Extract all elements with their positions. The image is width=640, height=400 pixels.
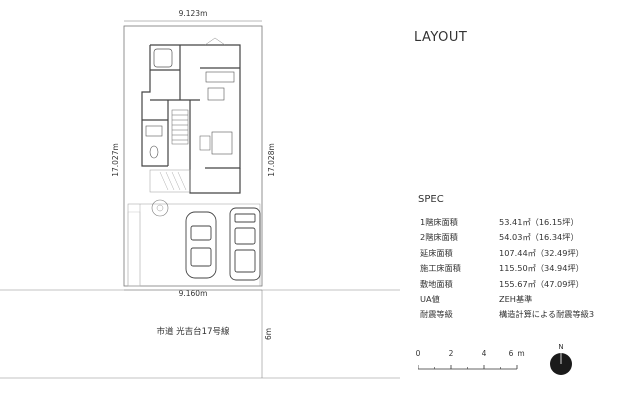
staircase <box>171 109 189 145</box>
spec-value: 構造計算による耐震等級3 <box>499 309 595 320</box>
living-table <box>199 135 211 151</box>
spec-value: ZEH基準 <box>499 294 533 305</box>
porch-area <box>149 169 191 193</box>
spec-label: 2階床面積 <box>420 232 458 243</box>
dim-left-label: 17.027m <box>111 143 120 177</box>
spec-row: 施工床面積 115.50㎡（34.94坪） <box>420 261 594 276</box>
north-label: N <box>558 343 564 351</box>
spec-value: 107.44㎡（32.49坪） <box>499 247 584 258</box>
dim-bottom-label: 9.160m <box>179 289 208 298</box>
kitchen-counter <box>205 71 235 83</box>
road-name-label: 市道 光吉台17号線 <box>156 326 230 337</box>
spec-row: UA値 ZEH基準 <box>420 292 594 307</box>
spec-label: 敷地面積 <box>420 278 453 289</box>
road-width-label: 6m <box>264 328 273 340</box>
spec-title: SPEC <box>418 194 444 205</box>
spec-row: 敷地面積 155.67㎡（47.09坪） <box>420 277 594 292</box>
spec-table: 1階床面積 53.41㎡（16.15坪） 2階床面積 54.03㎡（16.34坪… <box>420 215 594 323</box>
toilet <box>149 145 159 159</box>
sofa <box>211 131 233 155</box>
scale-tick-label: 4 <box>481 349 487 358</box>
car-icon <box>229 207 261 281</box>
washbasin <box>145 125 163 137</box>
parking-area <box>127 203 261 287</box>
scale-tick-label: 2 <box>448 349 454 358</box>
scale-bar-graphic <box>418 365 518 370</box>
tree-icon <box>151 199 169 217</box>
spec-label: 施工床面積 <box>420 263 461 274</box>
dining-table <box>207 87 225 101</box>
spec-label: 1階床面積 <box>420 217 458 227</box>
spec-label: 延床面積 <box>420 247 453 258</box>
north-arrow: N <box>547 343 575 379</box>
spec-row: 延床面積 107.44㎡（32.49坪） <box>420 246 594 261</box>
spec-row: 2階床面積 54.03㎡（16.34坪） <box>420 230 594 245</box>
spec-row: 耐震等級 構造計算による耐震等級3 <box>420 307 594 322</box>
spec-value: 53.41㎡（16.15坪） <box>499 217 579 227</box>
layout-title: LAYOUT <box>414 30 468 45</box>
scale-tick-label: 6 <box>508 349 514 358</box>
spec-value: 54.03㎡（16.34坪） <box>499 232 579 243</box>
dim-right-label: 17.028m <box>267 143 276 177</box>
dim-top-label: 9.123m <box>179 9 208 18</box>
bathtub <box>153 48 173 68</box>
roof-outline <box>204 37 226 46</box>
floor-plan: 9.123m 9.160m 17.027m 17.028m <box>0 9 400 379</box>
porch-hatch <box>159 171 187 191</box>
scale-unit-label: m <box>517 349 525 358</box>
scale-bar: 0 2 4 6 m <box>414 349 525 379</box>
lot-boundary <box>123 25 263 287</box>
car-icon <box>185 211 217 279</box>
planter-strip <box>127 211 141 287</box>
spec-row: 1階床面積 53.41㎡（16.15坪） <box>420 215 594 230</box>
spec-label: 耐震等級 <box>420 309 453 320</box>
spec-value: 115.50㎡（34.94坪） <box>499 263 584 274</box>
spec-label: UA値 <box>420 294 440 305</box>
compass-icon <box>550 353 572 375</box>
scale-tick-label: 0 <box>415 349 421 358</box>
spec-value: 155.67㎡（47.09坪） <box>499 278 584 289</box>
